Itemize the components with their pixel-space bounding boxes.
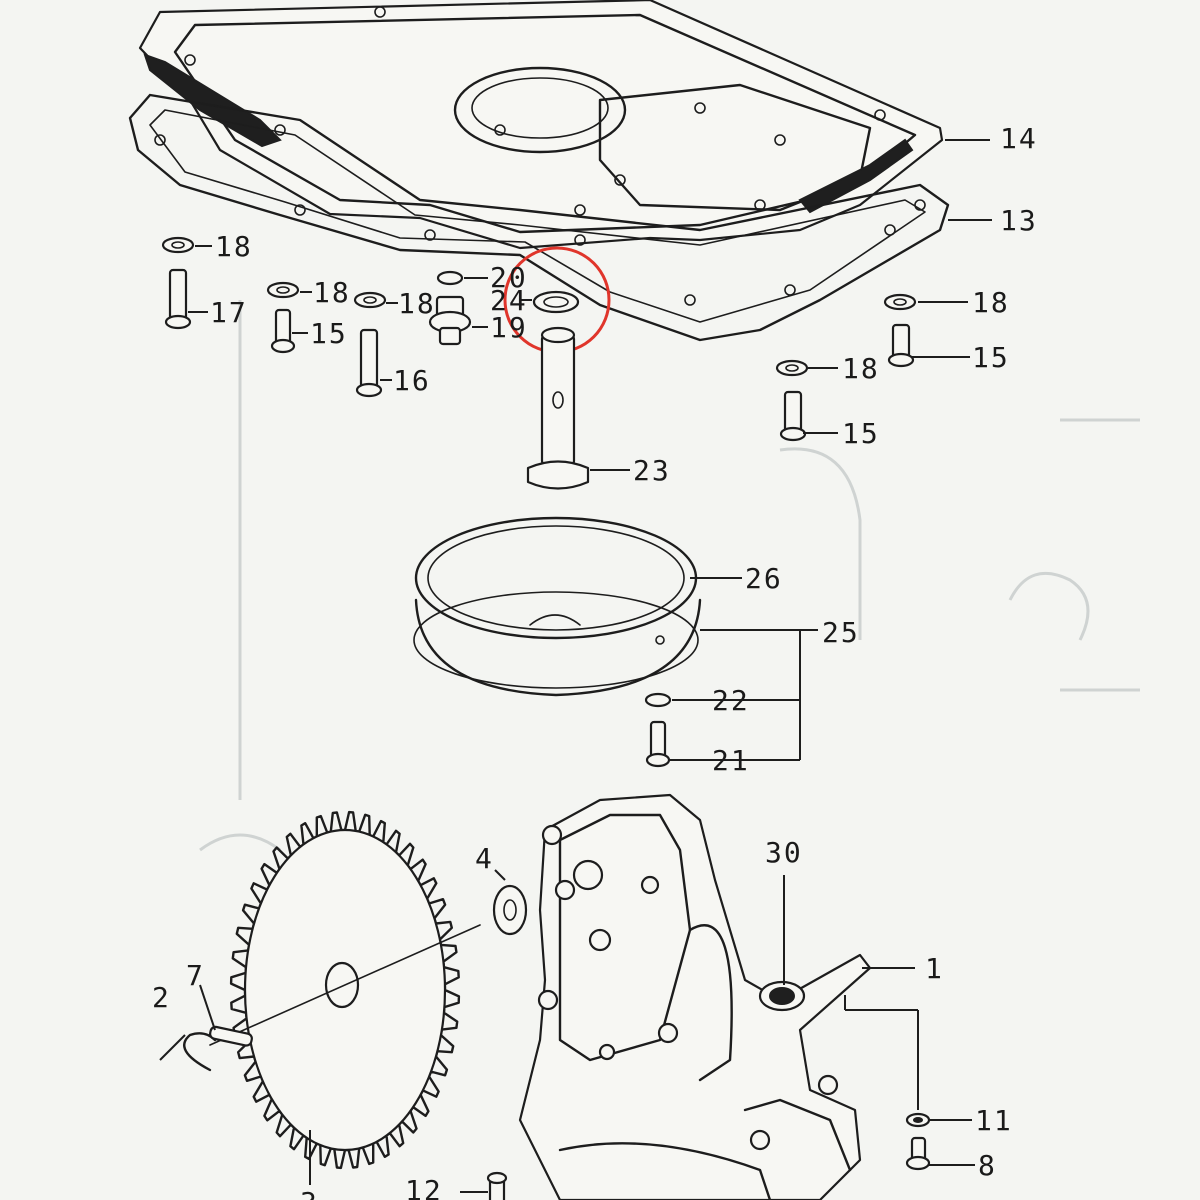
- leader-lines: [159, 139, 992, 1193]
- washer-18-c: [353, 291, 387, 309]
- callout-8: 8: [978, 1149, 997, 1182]
- callout-19: 19: [490, 311, 528, 344]
- callout-14: 14: [1000, 122, 1038, 155]
- callout-18-c: 18: [398, 287, 436, 320]
- callout-25: 25: [822, 616, 860, 649]
- callout-3: 3: [300, 1186, 319, 1200]
- callout-15-a: 15: [310, 317, 348, 350]
- callout-16: 16: [393, 364, 431, 397]
- bolt-15-right-top: [887, 323, 915, 368]
- callout-13: 13: [1000, 204, 1038, 237]
- oil-pump-gear-3: [209, 810, 481, 1170]
- pump-bolt-heads: [537, 824, 839, 1151]
- oil-pan: [138, 0, 944, 250]
- washer-18-right-top: [883, 293, 917, 311]
- bolt-8: [905, 1136, 931, 1171]
- callout-20: 20: [490, 261, 528, 294]
- callout-17: 17: [210, 296, 248, 329]
- callout-18-a: 18: [215, 230, 253, 263]
- oil-pan-bolt-holes: [184, 6, 886, 216]
- bolt-16: [355, 328, 383, 398]
- callout-24: 24: [490, 284, 528, 317]
- washer-18-b: [266, 281, 300, 299]
- callout-18-d: 18: [972, 286, 1010, 319]
- washer-18-right-mid: [775, 359, 809, 377]
- bolt-12: [486, 1171, 508, 1200]
- o-ring-22: [644, 692, 672, 708]
- oil-pump-body-1: [518, 793, 872, 1200]
- o-ring-20: [436, 270, 464, 286]
- callout-23: 23: [633, 454, 671, 487]
- callout-15-c: 15: [842, 417, 880, 450]
- bolt-15-right-mid: [779, 390, 807, 442]
- callout-26: 26: [745, 562, 783, 595]
- callout-4: 4: [475, 842, 494, 875]
- drain-plug-19: [428, 295, 472, 346]
- bolt-21: [645, 720, 671, 768]
- callout-18-e: 18: [842, 352, 880, 385]
- strainer-screen-26: [414, 516, 698, 640]
- strainer-pipe-23: [526, 326, 590, 490]
- callout-30: 30: [765, 836, 803, 869]
- callout-2: 2: [152, 981, 171, 1014]
- bolt-17: [164, 268, 192, 330]
- gasket-bolt-holes: [154, 134, 926, 306]
- circlip-2: [183, 1032, 217, 1072]
- strainer-case-25: [413, 591, 702, 697]
- callout-7: 7: [186, 959, 205, 992]
- o-ring-24: [532, 290, 580, 314]
- callout-12: 12: [405, 1174, 443, 1200]
- callout-22: 22: [712, 684, 750, 717]
- washer-11: [905, 1112, 931, 1128]
- callout-18-b: 18: [313, 276, 351, 309]
- bolt-15-left: [270, 308, 296, 354]
- washer-4: [492, 884, 528, 936]
- callout-1: 1: [925, 952, 944, 985]
- callout-21: 21: [712, 744, 750, 777]
- washer-18-left: [161, 236, 195, 254]
- callout-labels: 14 13 18 17 18 15 18 16 20 19 24 18 15 1…: [152, 122, 1038, 1200]
- oil-pan-gasket: [128, 93, 950, 342]
- callout-15-b: 15: [972, 341, 1010, 374]
- background-ghost-art: [199, 300, 1140, 852]
- dowel-pin-7: [209, 1025, 253, 1047]
- callout-11: 11: [975, 1104, 1013, 1137]
